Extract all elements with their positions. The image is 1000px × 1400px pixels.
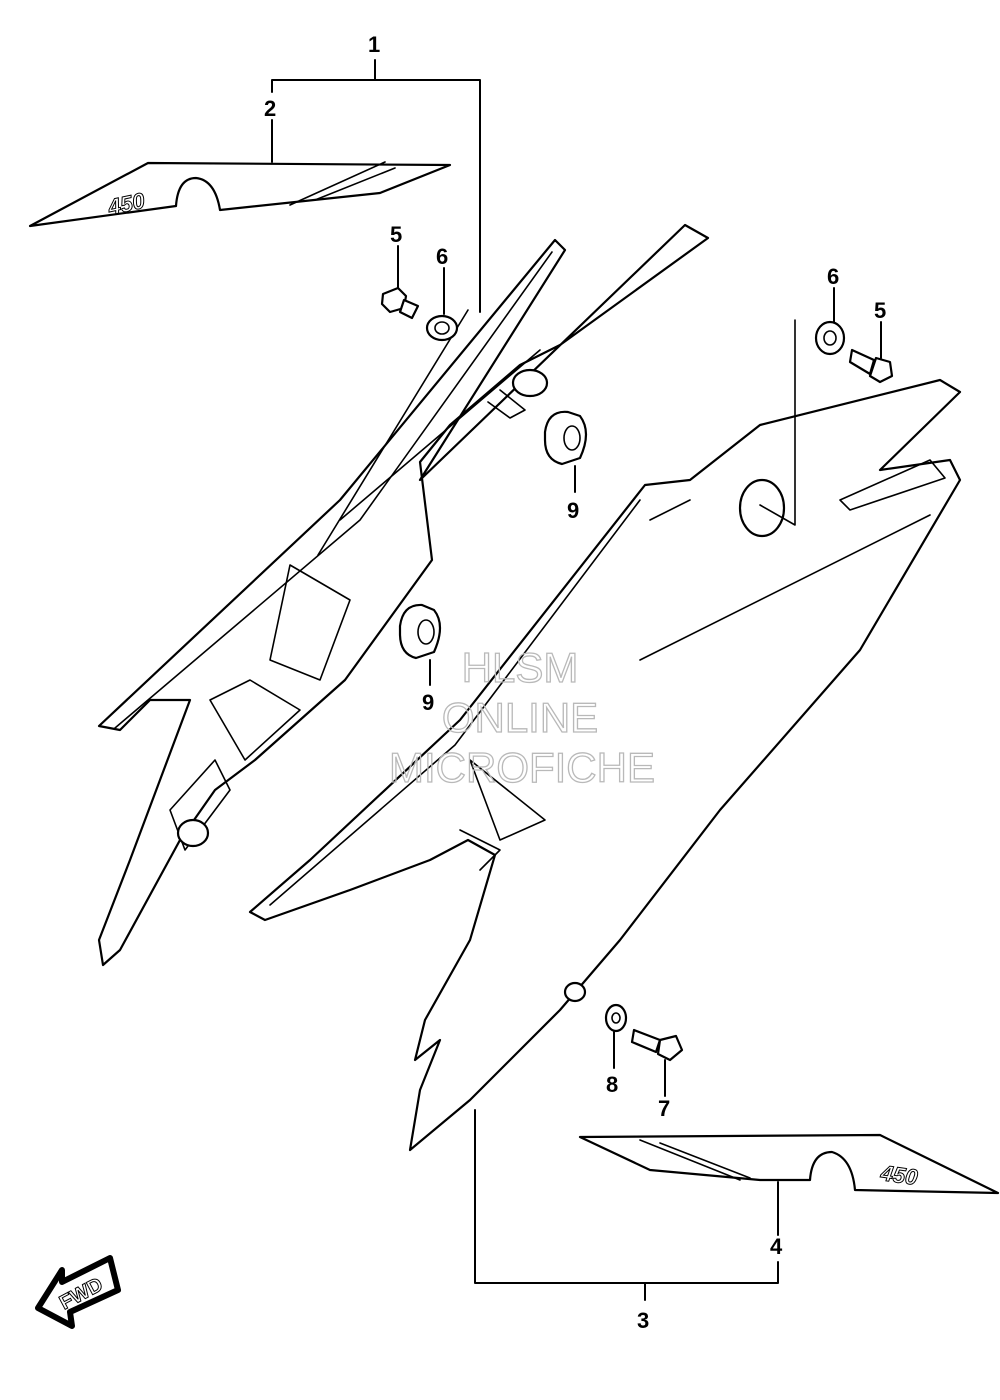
callout-3: 3 [637, 1308, 649, 1333]
left-decal: 450 [28, 161, 452, 228]
right-decal-text: 450 [878, 1160, 920, 1190]
callout-6-right: 6 [827, 264, 839, 289]
washer-6-right [814, 320, 846, 356]
grommet-9-bottom [398, 603, 442, 686]
leader-lines-1 [271, 59, 481, 313]
callout-6-left: 6 [436, 244, 448, 269]
callout-5-left: 5 [390, 222, 402, 247]
washer-6-right-hole [823, 330, 837, 346]
callout-5-right: 5 [874, 298, 886, 323]
washer-8 [604, 1003, 628, 1069]
right-decal: 450 [578, 1133, 1000, 1195]
watermark-line-2: ONLINE [442, 694, 598, 741]
left-frame-cover [97, 223, 710, 967]
grommet-9-top [543, 410, 588, 493]
callout-9-top: 9 [567, 498, 579, 523]
washer-6-left [425, 314, 459, 342]
washer-6-left-hole [434, 321, 450, 335]
right-frame-cover [248, 319, 962, 1152]
bolt-5-right [848, 321, 894, 384]
callout-4: 4 [770, 1234, 783, 1259]
bolt-5-left [380, 245, 420, 320]
watermark-line-3: MICROFICHE [389, 744, 655, 791]
callout-2: 2 [264, 96, 276, 121]
callout-1: 1 [368, 32, 380, 57]
callout-8: 8 [606, 1072, 618, 1097]
watermark: HLSM ONLINE MICROFICHE [388, 643, 655, 791]
leader-lines-3 [474, 1109, 779, 1301]
callout-9-bottom: 9 [422, 690, 434, 715]
bolt-7 [630, 1028, 684, 1097]
watermark-line-1: HLSM [462, 644, 579, 691]
callout-7: 7 [658, 1096, 670, 1121]
fwd-arrow: FWD [35, 1255, 121, 1329]
